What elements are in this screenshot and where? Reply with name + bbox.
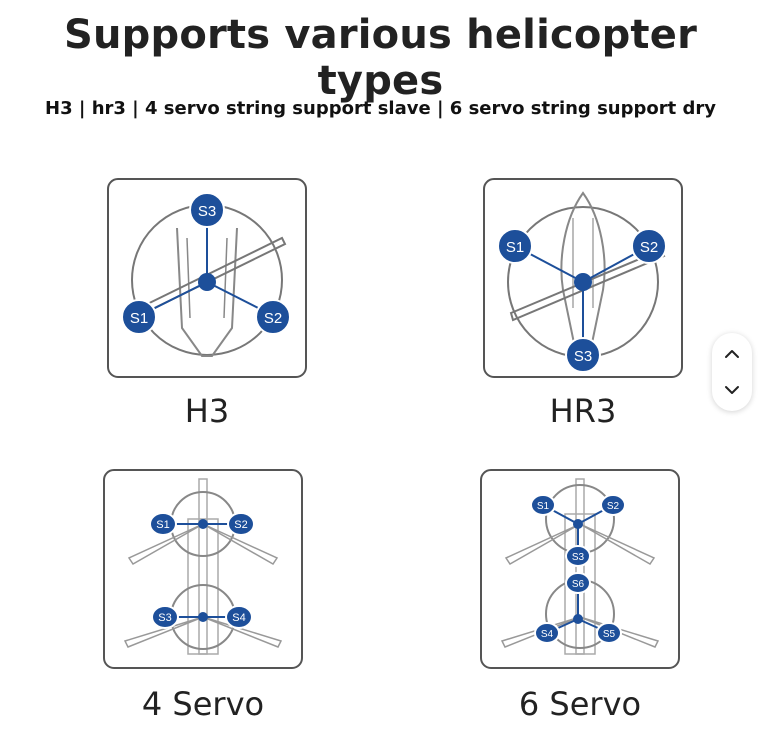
servo-badge: S2 [600,494,626,516]
servo-label: S2 [607,501,620,512]
page-subtitle: H3 | hr3 | 4 servo string support slave … [45,98,716,119]
servo-badge: S1 [149,512,177,536]
servo-badge: S4 [534,622,560,644]
six-servo-caption: 6 Servo [518,685,642,723]
servo-label: S2 [264,310,282,327]
chevron-down-icon [725,386,739,394]
servo-badge: S3 [189,192,225,228]
six-servo-diagram: S1 S2 S3 S6 S4 S5 [480,469,680,669]
servo-badge: S1 [121,299,157,335]
h3-diagram: S3 S1 S2 [107,178,307,378]
servo-badge: S4 [225,605,253,629]
servo-badge: S1 [530,494,556,516]
scroll-down-button[interactable] [712,373,752,407]
servo-label: S1 [156,519,169,531]
servo-badge: S2 [255,299,291,335]
servo-label: S1 [537,501,550,512]
four-servo-diagram: S1 S2 S3 S4 [103,469,303,669]
servo-label: S6 [572,579,585,590]
servo-label: S4 [232,612,245,624]
chevron-up-icon [725,350,739,358]
servo-label: S3 [572,552,585,563]
scroll-up-button[interactable] [712,337,752,371]
page-title: Supports various helicopter types [63,12,698,104]
servo-label: S1 [506,239,524,256]
servo-label: S5 [603,629,616,640]
servo-label: S3 [198,203,216,220]
servo-label: S3 [158,612,171,624]
servo-badge: S3 [151,605,179,629]
servo-badge: S6 [565,572,591,594]
servo-label: S1 [130,310,148,327]
hr3-caption: HR3 [549,392,617,430]
servo-badge: S3 [565,545,591,567]
hr3-diagram: S1 S2 S3 [483,178,683,378]
scroll-widget [712,333,752,411]
servo-badge: S1 [497,228,533,264]
servo-label: S2 [234,519,247,531]
servo-label: S3 [574,348,592,365]
four-servo-caption: 4 Servo [141,685,265,723]
servo-badge: S2 [631,228,667,264]
servo-badge: S3 [565,337,601,373]
servo-label: S4 [541,629,554,640]
h3-caption: H3 [184,392,230,430]
servo-badge: S5 [596,622,622,644]
servo-label: S2 [640,239,658,256]
servo-badge: S2 [227,512,255,536]
